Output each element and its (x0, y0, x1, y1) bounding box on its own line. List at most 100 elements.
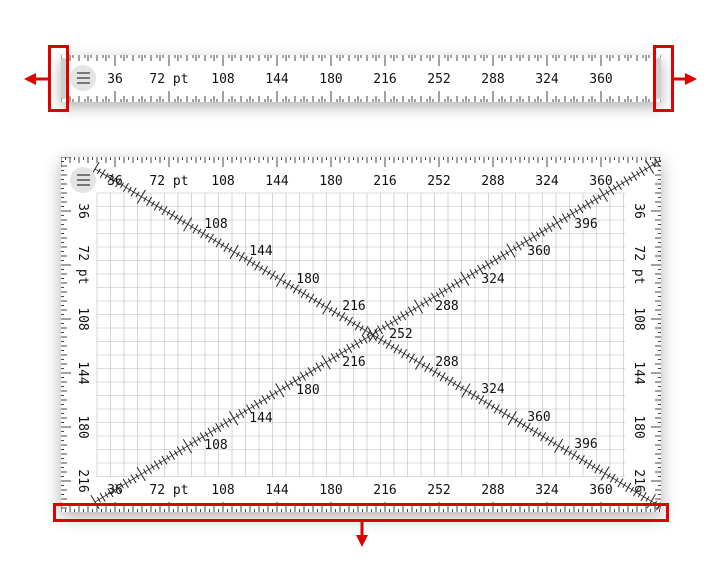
diagonal-tick (600, 466, 610, 481)
diagonal-tick (246, 256, 253, 266)
diagonal-label: 144 (249, 244, 273, 259)
diagonal-tick (250, 403, 255, 410)
diagonal-tick (431, 367, 438, 377)
diagonal-label: 216 (342, 355, 365, 370)
diagonal-tick (251, 260, 256, 267)
diagonal-tick (222, 418, 229, 428)
diagonal-tick (253, 399, 260, 409)
diagonal-label: 144 (249, 411, 273, 426)
diagonal-tick (528, 236, 533, 242)
diagonal-tick (531, 232, 538, 242)
diagonal-tick (199, 432, 206, 442)
diagonal-tick (559, 217, 564, 224)
diagonal-tick (577, 204, 584, 214)
diagonal-tick (150, 464, 155, 470)
diagonal-tick (353, 339, 360, 349)
diagonal-tick (374, 329, 379, 335)
right-edge-highlight (653, 45, 674, 112)
diagonal-tick (112, 177, 117, 184)
diagonal-tick (205, 233, 210, 239)
diagonal-tick (292, 376, 299, 386)
diagonal-tick (351, 320, 356, 327)
grid-top-label: 36 (107, 174, 123, 189)
grid-bottom-label: 288 (481, 483, 504, 498)
diagonal-label: 108 (204, 438, 227, 453)
grid-left-label: 216 (75, 469, 90, 492)
diagonal-tick (447, 376, 454, 386)
diagonal-tick (612, 184, 617, 191)
diagonal-tick (262, 265, 268, 276)
diagonal-tick (220, 422, 225, 429)
diagonal-tick (535, 231, 540, 238)
diagonal-tick (507, 411, 517, 426)
diagonal-tick (366, 333, 371, 340)
diagonal-tick (243, 256, 248, 262)
ruler-label: 216 (373, 72, 396, 87)
diagonal-tick (617, 478, 624, 488)
diagonal-tick (330, 353, 337, 363)
grid-bottom-label: 360 (589, 483, 612, 498)
grid-top-label: 108 (211, 174, 234, 189)
diagonal-tick (181, 219, 186, 225)
grid-top-label: 72 pt (149, 174, 188, 189)
diagonal-tick (130, 474, 137, 484)
diagonal-tick (99, 492, 106, 502)
diagonal-tick (625, 482, 632, 492)
diagonal-tick (400, 311, 407, 321)
grid-top-label: 252 (427, 174, 450, 189)
diagonal-tick (486, 399, 493, 409)
diagonal-tick (532, 427, 539, 437)
diagonal-tick (327, 357, 332, 363)
diagonal-tick (136, 466, 146, 482)
diagonal-tick (281, 385, 286, 391)
diagonal-tick (275, 272, 285, 287)
ruler-label: 108 (211, 72, 234, 87)
diagonal-tick (475, 394, 480, 401)
diagonal-tick (537, 431, 542, 438)
diagonal-tick (584, 199, 592, 209)
diagonal-tick (122, 478, 129, 488)
diagonal-tick (428, 296, 433, 303)
diagonal-tick (177, 215, 183, 225)
diagonal-tick (228, 246, 233, 253)
diagonal-tick (592, 194, 599, 204)
grid-menu-button[interactable] (70, 167, 96, 193)
bottom-edge-highlight (53, 503, 669, 522)
diagonal-label: 324 (481, 272, 505, 287)
diagonal-tick (538, 227, 545, 237)
diagonal-tick (204, 431, 209, 438)
diagonal-tick (182, 439, 193, 454)
diagonal-tick (181, 445, 186, 452)
diagonal-tick (269, 270, 276, 280)
diagonal-tick (478, 395, 485, 405)
diagonal-tick (436, 371, 441, 378)
ruler-menu-button[interactable] (70, 65, 96, 91)
diagonal-tick (161, 455, 168, 465)
diagonal-tick (439, 372, 446, 382)
diagonal-tick (554, 438, 564, 453)
diagonal-tick (315, 362, 322, 372)
diagonal-tick (305, 293, 310, 299)
diagonal-tick (115, 483, 122, 493)
diagonal-tick (297, 288, 302, 295)
diagonal-tick (381, 324, 386, 331)
arrow-down-icon (356, 522, 368, 547)
diagonal-tick (401, 349, 408, 359)
diagonal-tick (153, 460, 160, 470)
left-edge-highlight (48, 45, 69, 112)
diagonal-tick (443, 287, 448, 294)
diagonal-tick (266, 394, 271, 401)
left-resize-handle[interactable] (61, 58, 66, 99)
grid-right-label: 180 (631, 415, 646, 438)
right-resize-handle[interactable] (656, 58, 661, 99)
grid-bottom-label: 216 (373, 483, 396, 498)
diagonal-tick (492, 255, 499, 265)
diagonal-tick (338, 348, 345, 358)
diagonal-tick (375, 334, 380, 341)
diagonal-tick (561, 213, 568, 223)
diagonal-tick (575, 454, 580, 461)
diagonal-tick (150, 200, 155, 207)
